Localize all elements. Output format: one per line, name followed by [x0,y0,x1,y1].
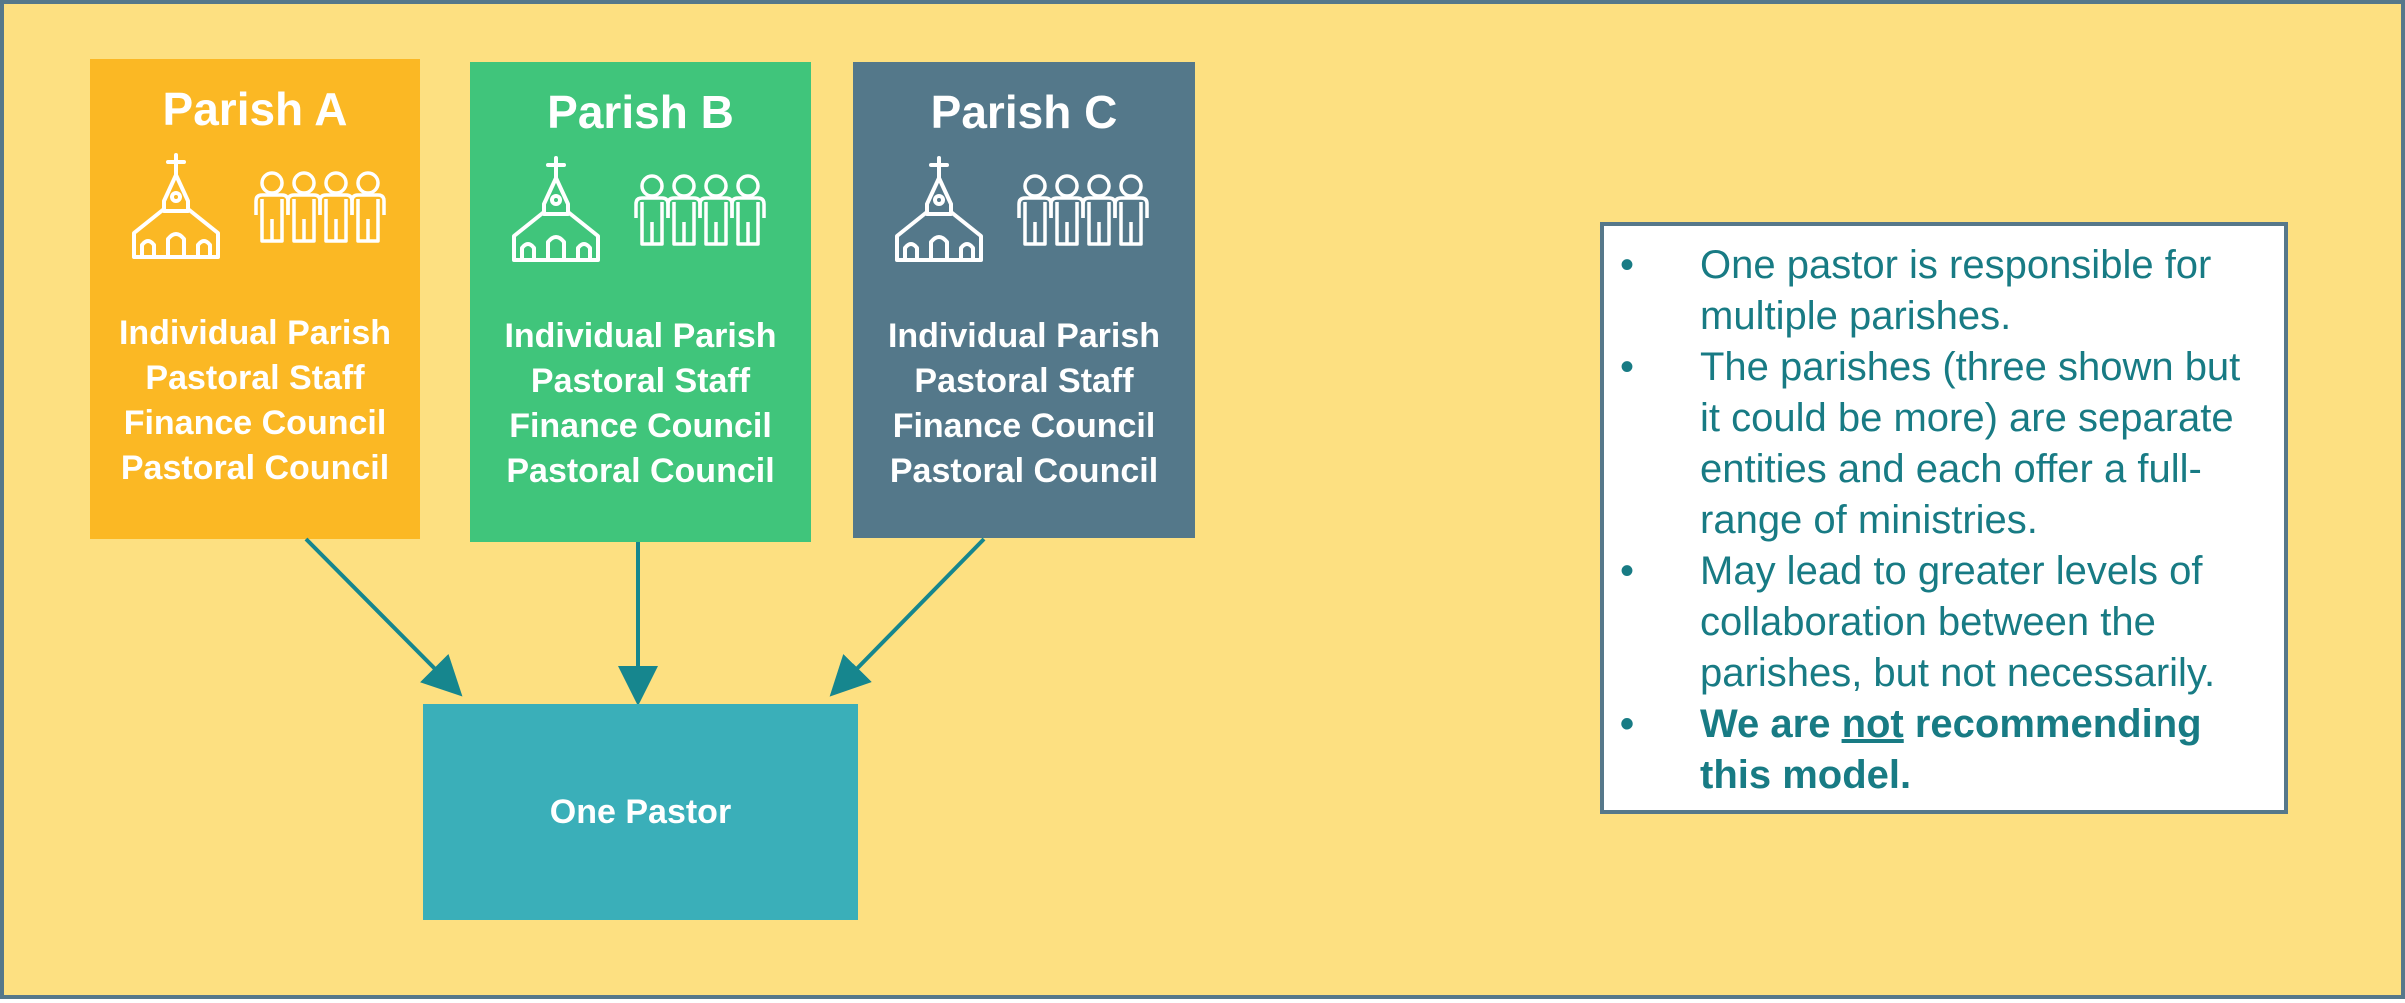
role-pastoral-council: Pastoral Council [120,449,390,487]
role-pastoral-council: Pastoral Council [889,452,1159,490]
parish-b-box: Parish B Individual Parish Pastoral Staf… [470,62,811,542]
role-pastoral-staff: Pastoral Staff [530,362,751,400]
role-pastoral-council: Pastoral Council [506,452,775,490]
parish-b-roles: Individual Parish Pastoral Staff Finance… [470,314,811,494]
arrow-parish-a-to-pastor [304,537,463,697]
parish-c-roles: Individual Parish Pastoral Staff Finance… [853,314,1195,494]
church-icon [132,153,220,259]
church-icon [512,156,600,262]
parish-a-title: Parish A [162,83,348,135]
note-emphasis-after: recommending this model. [1700,702,2202,797]
people-icon [634,174,766,246]
notes-list: • One pastor is responsible for multiple… [1620,240,2260,801]
parish-b-title: Parish B [547,86,734,138]
role-finance-council: Finance Council [509,407,772,445]
parish-c-icons [853,154,1195,264]
note-text: May lead to greater levels of collaborat… [1700,549,2216,695]
note-item-emphasis: • We are not recommending this model. [1620,699,2260,801]
role-pastoral-staff: Pastoral Staff [914,362,1134,400]
one-pastor-box: One Pastor [423,704,858,920]
people-icon [254,171,386,243]
role-individual-parish: Individual Parish [118,314,392,352]
people-icon [1017,174,1149,246]
role-pastoral-staff: Pastoral Staff [145,359,365,397]
notes-panel: • One pastor is responsible for multiple… [1600,222,2288,814]
note-item: • One pastor is responsible for multiple… [1620,240,2260,342]
bullet-marker: • [1620,243,1635,287]
parish-a-box: Parish A Individual Parish Pastoral Staf… [90,59,420,539]
role-individual-parish: Individual Parish [887,317,1161,355]
bullet-marker: • [1620,702,1635,746]
one-pastor-label: One Pastor [549,792,732,831]
church-icon [895,156,983,262]
parish-b-icons [470,154,811,264]
note-item: • May lead to greater levels of collabor… [1620,546,2260,699]
parish-a-icons [90,151,420,261]
note-emphasis-before: We are [1700,702,1842,746]
role-individual-parish: Individual Parish [504,317,777,355]
parish-a-roles: Individual Parish Pastoral Staff Finance… [90,311,420,491]
note-text: One pastor is responsible for multiple p… [1700,243,2212,338]
bullet-marker: • [1620,345,1635,389]
role-finance-council: Finance Council [892,407,1156,445]
arrow-parish-c-to-pastor [829,537,986,697]
note-item: • The parishes (three shown but it could… [1620,342,2260,546]
note-emphasis-underlined: not [1841,702,1904,746]
bullet-marker: • [1620,549,1635,593]
role-finance-council: Finance Council [123,404,387,442]
parish-c-title: Parish C [930,86,1118,138]
note-text: The parishes (three shown but it could b… [1700,345,2241,542]
parish-c-box: Parish C Individual Parish Pastoral Staf… [853,62,1195,538]
